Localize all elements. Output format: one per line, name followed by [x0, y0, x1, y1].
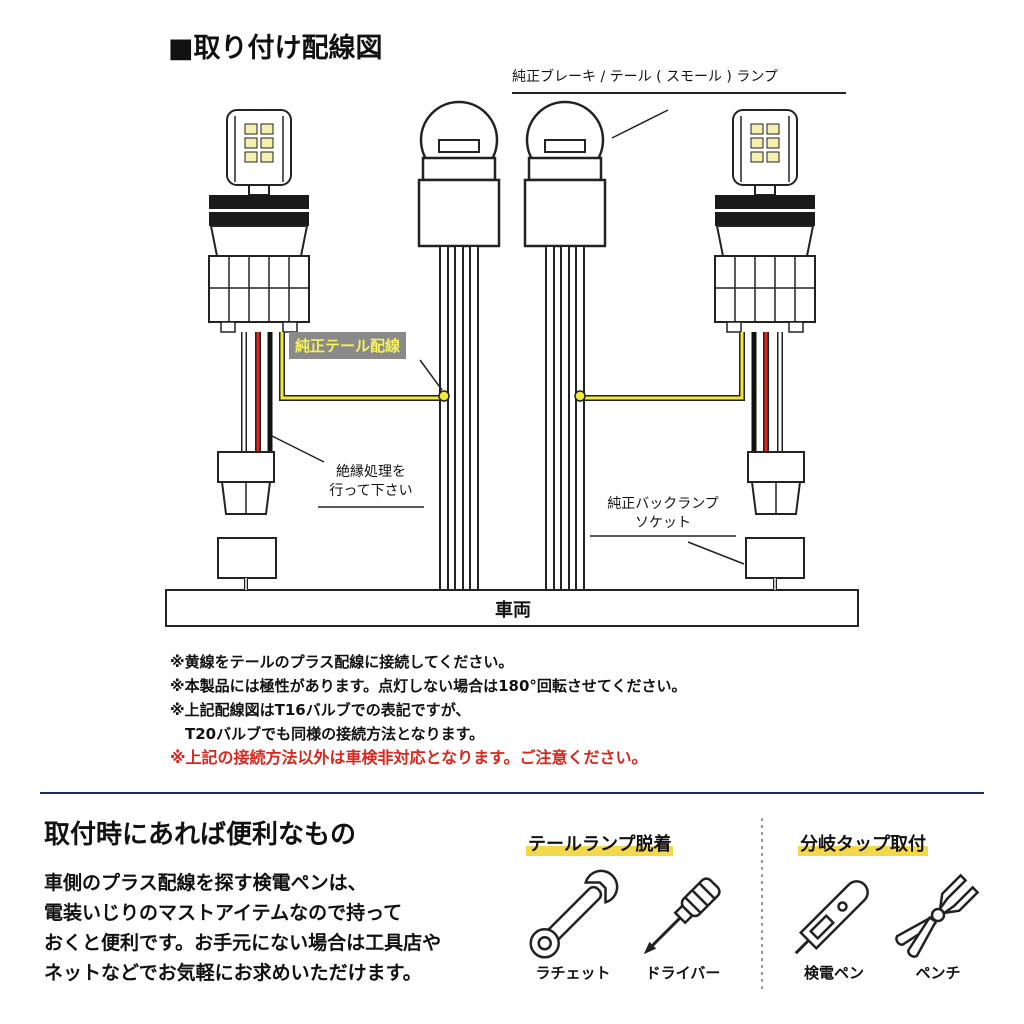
- screwdriver-icon: [643, 877, 721, 955]
- ratchet-icon: [529, 869, 619, 959]
- warning-note: ※上記の接続方法以外は車検非対応となります。ご注意ください。: [170, 748, 648, 767]
- socket-label-line-1: 純正バックランプ: [607, 496, 719, 512]
- socket-label: 純正バックランプ ソケット: [590, 495, 736, 533]
- led-bulb-left: [208, 109, 310, 333]
- right-plug: [747, 451, 805, 515]
- wiring-title: ■取り付け配線図: [168, 33, 383, 64]
- tool-label-pliers: ペンチ: [915, 964, 961, 982]
- note-1: ※黄線をテールのプラス配線に接続してください。: [170, 653, 514, 671]
- note-4: T20バルブでも同様の接続方法となります。: [170, 725, 485, 743]
- led-bulb-right: [714, 109, 816, 333]
- splice-point-left: [438, 390, 450, 402]
- tools-description-line-1: 車側のプラス配線を探す検電ペンは、: [44, 872, 367, 894]
- insulate-note-line-2: 行って下さい: [329, 483, 413, 499]
- tool-label-voltage-tester: 検電ペン: [803, 964, 864, 982]
- left-socket: [217, 537, 277, 579]
- tools-heading: 取付時にあれば便利なもの: [44, 820, 357, 850]
- pliers-icon: [895, 873, 980, 958]
- stock-lamp-label: 純正ブレーキ / テール ( スモール ) ランプ: [512, 69, 778, 85]
- voltage-tester-icon: [794, 880, 869, 955]
- note-3: ※上記配線図はT16バルブでの表記ですが、: [170, 701, 471, 719]
- right-socket: [745, 537, 805, 579]
- tool-label-ratchet: ラチェット: [535, 964, 611, 982]
- tools-description-line-4: ネットなどでお気軽にお求めいただけます。: [44, 962, 422, 984]
- splice-point-right: [574, 390, 586, 402]
- category-tap-install: 分岐タップ取付: [798, 830, 928, 856]
- tool-label-screwdriver: ドライバー: [645, 964, 721, 982]
- tools-description-line-3: おくと便利です。お手元にない場合は工具店や: [44, 932, 442, 954]
- category-tail-lamp-removal: テールランプ脱着: [526, 830, 674, 856]
- stock-wires: [439, 245, 585, 591]
- stock-bulb-right: [523, 100, 607, 248]
- vehicle-bar: [165, 589, 859, 627]
- left-wires: [241, 332, 444, 452]
- note-2: ※本製品には極性があります。点灯しない場合は180°回転させてください。: [170, 677, 687, 695]
- vehicle-label: 車両: [495, 600, 531, 621]
- left-plug: [217, 451, 275, 515]
- socket-label-line-2: ソケット: [635, 515, 691, 531]
- tools-description: 車側のプラス配線を探す検電ペンは、 電装いじりのマストアイテムなので持って おく…: [44, 868, 441, 988]
- tail-wire-label: 純正テール配線: [289, 332, 407, 359]
- insulate-note-line-1: 絶縁処理を: [336, 464, 406, 480]
- stock-bulb-left: [417, 100, 501, 248]
- tools-description-line-2: 電装いじりのマストアイテムなので持って: [44, 902, 403, 924]
- right-wires: [580, 332, 783, 452]
- notes: ※黄線をテールのプラス配線に接続してください。 ※本製品には極性があります。点灯…: [170, 650, 686, 770]
- insulate-note: 絶縁処理を 行って下さい: [316, 463, 426, 501]
